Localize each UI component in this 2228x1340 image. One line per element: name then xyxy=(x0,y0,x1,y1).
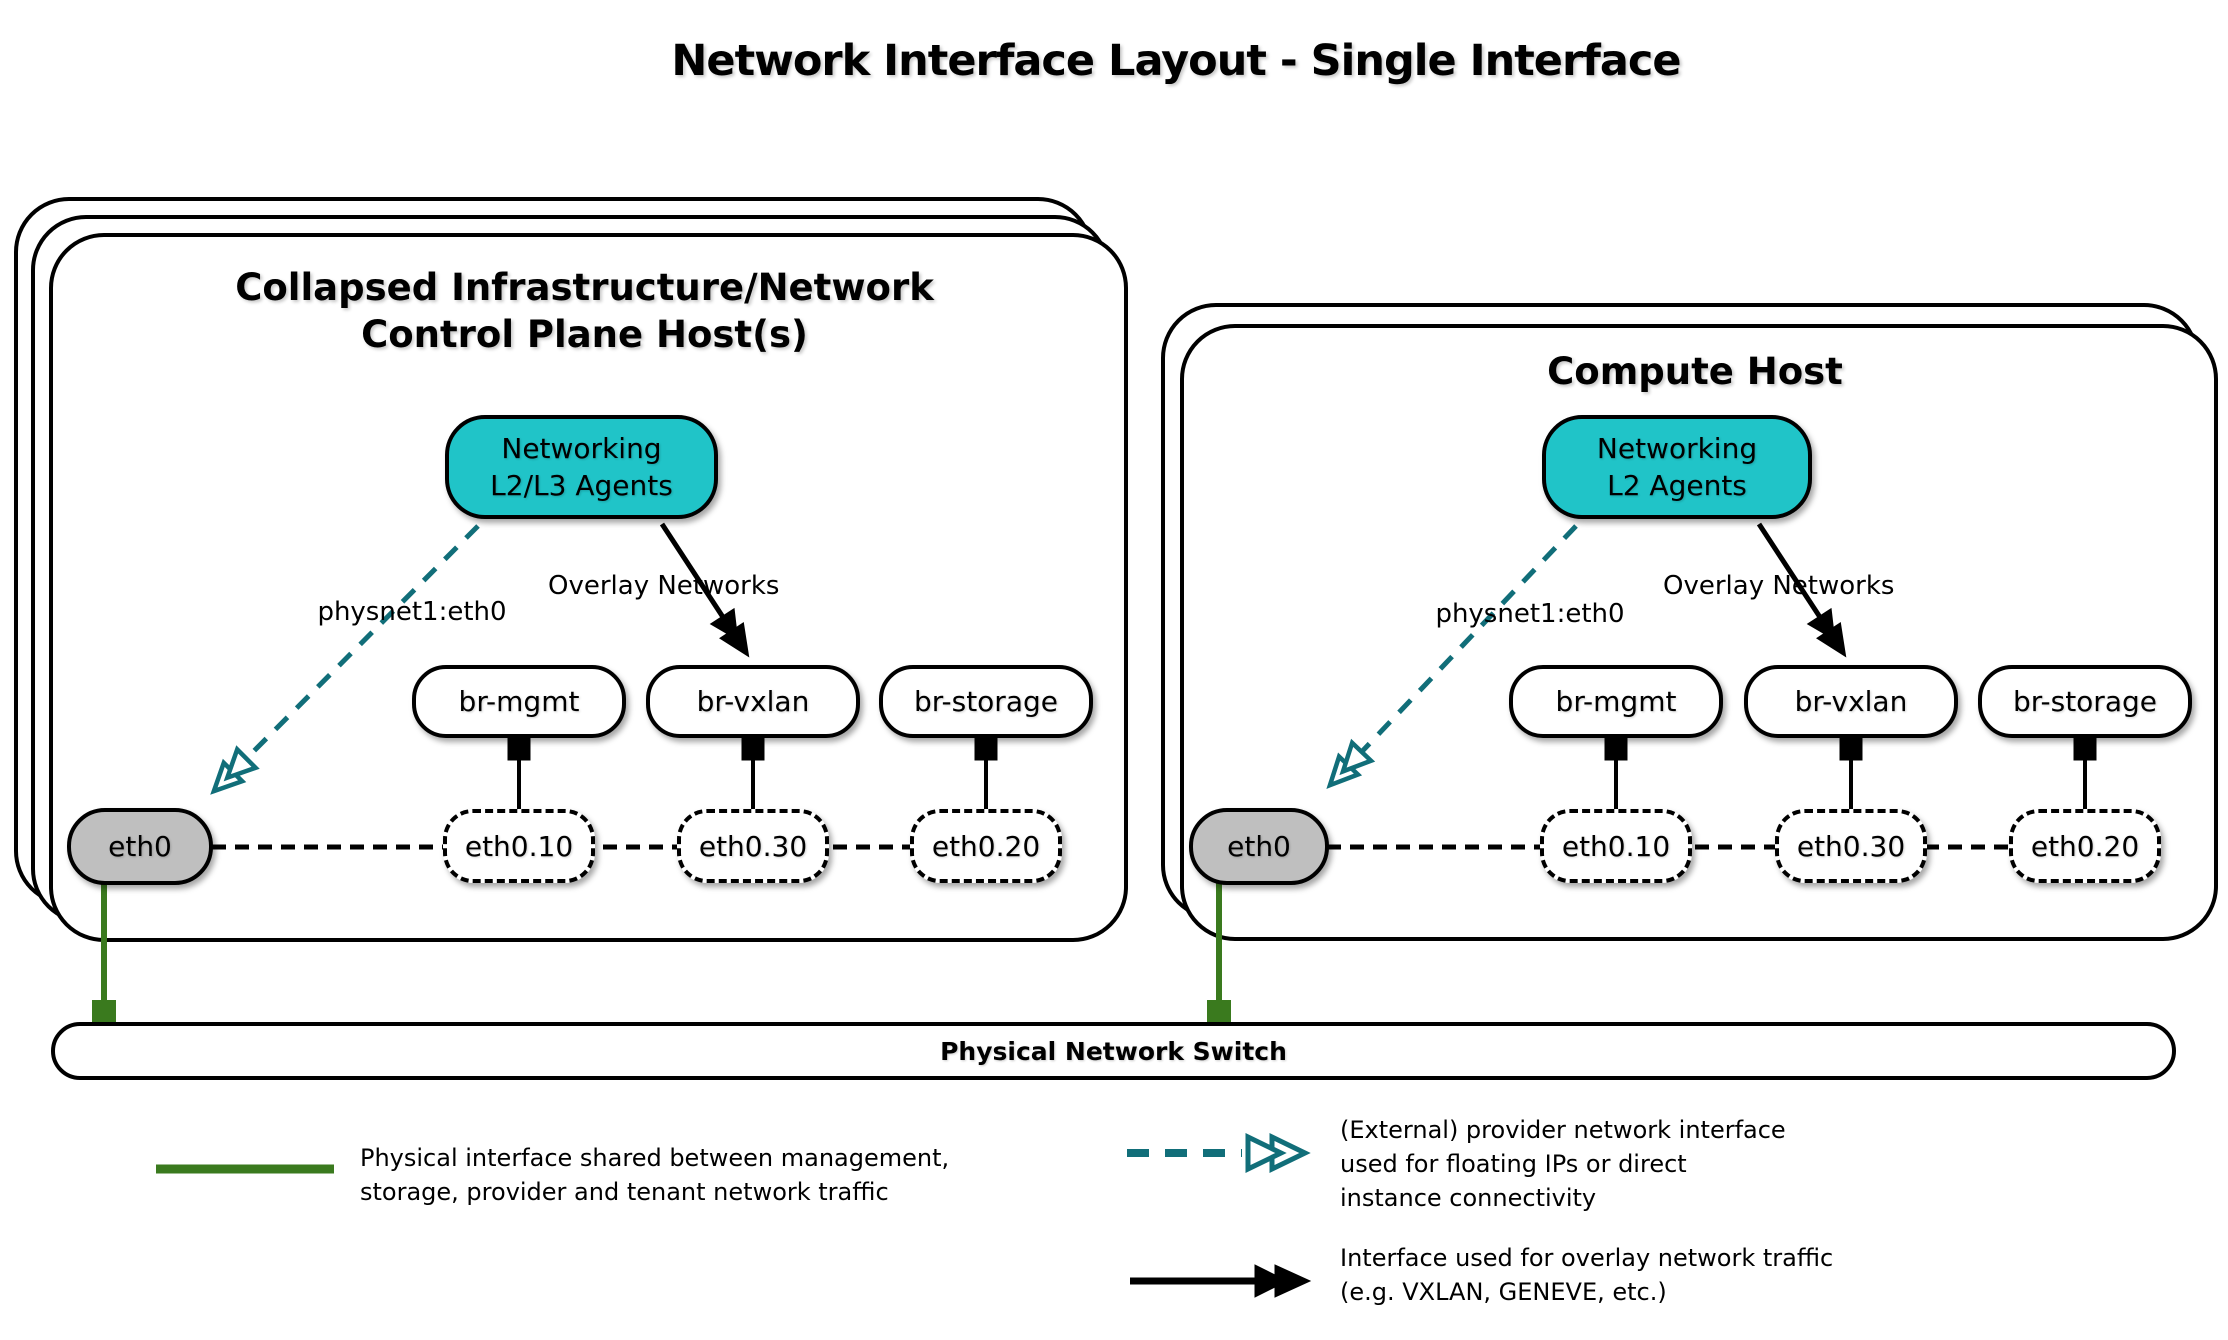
control-host-title: Collapsed Infrastructure/Network Control… xyxy=(235,266,934,356)
bridge-connectors-left xyxy=(507,735,998,812)
bridge-node: br-storage xyxy=(879,665,1093,738)
physical-switch-bar: Physical Network Switch xyxy=(51,1022,2176,1080)
legend-provider-interface-text: (External) provider network interface us… xyxy=(1340,1116,1786,1212)
legend-overlay-interface-text: Interface used for overlay network traff… xyxy=(1340,1244,1834,1306)
vlan-interface-node: eth0.20 xyxy=(2009,809,2161,883)
provider-arrow-left xyxy=(210,524,480,795)
diagram-title: Network Interface Layout - Single Interf… xyxy=(671,36,1681,86)
overlay-link-label: Overlay Networks xyxy=(1663,571,1895,601)
provider-arrow-right xyxy=(1326,524,1578,789)
vlan-interface-node: eth0.10 xyxy=(443,809,595,883)
bridge-connectors-right xyxy=(1604,735,2097,812)
vlan-interface-node: eth0.20 xyxy=(910,809,1062,883)
vlan-interface-node: eth0.30 xyxy=(1775,809,1927,883)
vlan-interface-node: eth0.30 xyxy=(677,809,829,883)
bridge-node: br-vxlan xyxy=(646,665,860,738)
networking-agents-node: Networking L2/L3 Agents xyxy=(445,415,718,519)
overlay-arrow-right xyxy=(1756,522,1847,658)
vlan-interface-node: eth0.10 xyxy=(1540,809,1692,883)
overlay-arrow-left xyxy=(659,522,750,658)
provider-link-label: physnet1:eth0 xyxy=(317,597,507,627)
compute-host-title: Compute Host xyxy=(1547,350,1843,393)
phys-interface-node: eth0 xyxy=(1189,808,1329,885)
legend-physical-interface-text: Physical interface shared between manage… xyxy=(360,1144,950,1206)
bridge-node: br-vxlan xyxy=(1744,665,1958,738)
physical-switch-label: Physical Network Switch xyxy=(940,1036,1287,1066)
bridge-node: br-mgmt xyxy=(412,665,626,738)
uplink-right xyxy=(1207,883,1231,1025)
bridge-node: br-storage xyxy=(1978,665,2192,738)
legend-overlay-arrow-symbol xyxy=(1130,1264,1312,1298)
overlay-link-label: Overlay Networks xyxy=(548,571,780,601)
provider-link-label: physnet1:eth0 xyxy=(1435,599,1625,629)
phys-interface-node: eth0 xyxy=(67,808,213,885)
legend-provider-arrow-symbol xyxy=(1127,1133,1311,1173)
uplink-left xyxy=(92,883,116,1025)
bridge-node: br-mgmt xyxy=(1509,665,1723,738)
networking-agents-node: Networking L2 Agents xyxy=(1542,415,1812,519)
